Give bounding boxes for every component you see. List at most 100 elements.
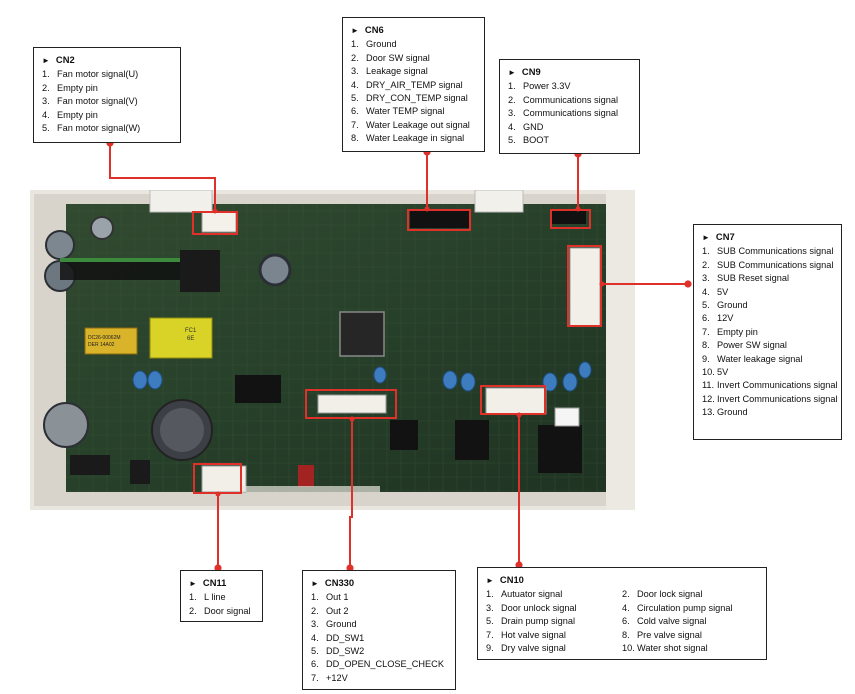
pin-label: Water TEMP signal (366, 106, 445, 117)
pin-label: DD_OPEN_CLOSE_CHECK (326, 659, 444, 670)
pin-number: 9. (486, 643, 494, 654)
pin-item: 8.Pre valve signal (622, 629, 758, 642)
pin-item: 9. Water leakage signal (702, 353, 833, 366)
pin-item: 3.Ground (311, 618, 447, 631)
pin-label: Fan motor signal(W) (57, 123, 141, 134)
svg-text:DER 14A02: DER 14A02 (88, 342, 115, 348)
pin-label: Ground (717, 407, 748, 418)
pin-item: 13.Ground (702, 406, 833, 419)
pin-label: Communications signal (523, 108, 618, 119)
pin-number: 9. (702, 353, 710, 364)
cn9-highlight (550, 209, 591, 229)
pin-item: 3.SUB Reset signal (702, 272, 833, 285)
pin-item: 4. Circulation pump signal (622, 602, 758, 615)
pin-label: Water Leakage in signal (366, 133, 465, 144)
pin-number: 6. (702, 313, 710, 324)
pin-label: SUB Reset signal (717, 273, 790, 284)
pin-number: 3. (486, 602, 494, 613)
pin-number: 5. (508, 135, 516, 146)
pin-item: 1.Ground (351, 38, 476, 51)
pin-number: 10. (622, 643, 635, 654)
pin-item: 11.Invert Communications signal (702, 379, 838, 392)
pin-label: 5V (717, 367, 729, 378)
pin-label: Cold valve signal (637, 616, 707, 627)
pin-item: 3.Communications signal (508, 107, 631, 120)
pin-label: Ground (717, 300, 748, 311)
pin-label: Door signal (204, 605, 251, 616)
pin-item: 7. +12V (311, 672, 447, 685)
pin-item: 1.L line (189, 591, 254, 604)
pin-label: Fan motor signal(V) (57, 96, 138, 107)
pin-item: 3.Door unlock signal (486, 602, 622, 615)
pin-number: 2. (702, 259, 710, 270)
pin-label: Out 1 (326, 592, 349, 603)
pin-item: 6.DD_OPEN_CLOSE_CHECK (311, 658, 447, 671)
pin-number: 7. (311, 672, 319, 683)
pin-number: 4. (622, 602, 630, 613)
pin-label: Power SW signal (717, 340, 787, 351)
pin-item: 2.SUB Communications signal (702, 259, 833, 272)
pin-label: Invert Communications signal (717, 380, 838, 391)
pcb-board-photo: DC26-00062M DER 14A02 FC1 6E (30, 190, 635, 510)
pin-item: 4.DD_SW1 (311, 632, 447, 645)
pin-number: 13. (702, 407, 715, 418)
pin-item: 12.Invert Communications signal (702, 393, 838, 406)
pin-label: Circulation pump signal (637, 602, 733, 613)
cn330-highlight (305, 389, 397, 419)
pin-item: 4.DRY_AIR_TEMP signal (351, 79, 476, 92)
pin-label: Fan motor signal(U) (57, 69, 139, 80)
pin-number: 1. (189, 592, 197, 603)
svg-text:DC26-00062M: DC26-00062M (88, 335, 121, 341)
pin-label: Water leakage signal (717, 353, 803, 364)
pin-item: 10.Water shot signal (622, 642, 758, 655)
cn9-title: ►CN9 (508, 66, 541, 77)
pin-number: 7. (702, 326, 710, 337)
pin-number: 8. (702, 340, 710, 351)
cn10-callout: ►CN10 1. Autuator signal 3.Door unlock sig… (477, 567, 767, 660)
pin-number: 4. (508, 121, 516, 132)
pin-item: 1. Fan motor signal(U) (42, 68, 172, 81)
pin-label: Empty pin (57, 82, 98, 93)
pin-item: 1.Power 3.3V (508, 80, 631, 93)
pin-label: Leakage signal (366, 66, 428, 77)
pin-item: 3.Leakage signal (351, 65, 476, 78)
pin-label: +12V (326, 672, 348, 683)
pin-item: 7.Hot valve signal (486, 629, 622, 642)
pin-number: 1. (42, 69, 50, 80)
pin-item: 6.Cold valve signal (622, 615, 758, 628)
pin-item: 8. Power SW signal (702, 339, 833, 352)
pin-item: 5.DRY_CON_TEMP signal (351, 92, 476, 105)
pin-number: 7. (351, 119, 359, 130)
cn6-highlight (407, 209, 471, 231)
pin-label: DRY_AIR_TEMP signal (366, 79, 463, 90)
pin-label: Autuator signal (501, 589, 563, 600)
pin-label: DD_SW1 (326, 632, 365, 643)
pin-item: 1. Out 1 (311, 591, 447, 604)
pin-item: 7. Empty pin (702, 326, 833, 339)
pin-number: 1. (486, 589, 494, 600)
cn11-highlight (193, 463, 242, 494)
pin-label: Empty pin (57, 109, 98, 120)
pin-label: Empty pin (717, 326, 758, 337)
pin-item: 10.5V (702, 366, 833, 379)
cn2-highlight (192, 211, 238, 235)
cn10-title: ►CN10 (486, 574, 524, 585)
cn11-title: ►CN11 (189, 577, 227, 588)
cn330-title: ►CN330 (311, 577, 355, 588)
pin-label: Door SW signal (366, 52, 430, 63)
pin-number: 6. (351, 106, 359, 117)
pin-item: 8.Water Leakage in signal (351, 132, 476, 145)
pin-item: 4.GND (508, 121, 631, 134)
pin-number: 1. (311, 592, 319, 603)
pin-item: 2.Door SW signal (351, 52, 476, 65)
